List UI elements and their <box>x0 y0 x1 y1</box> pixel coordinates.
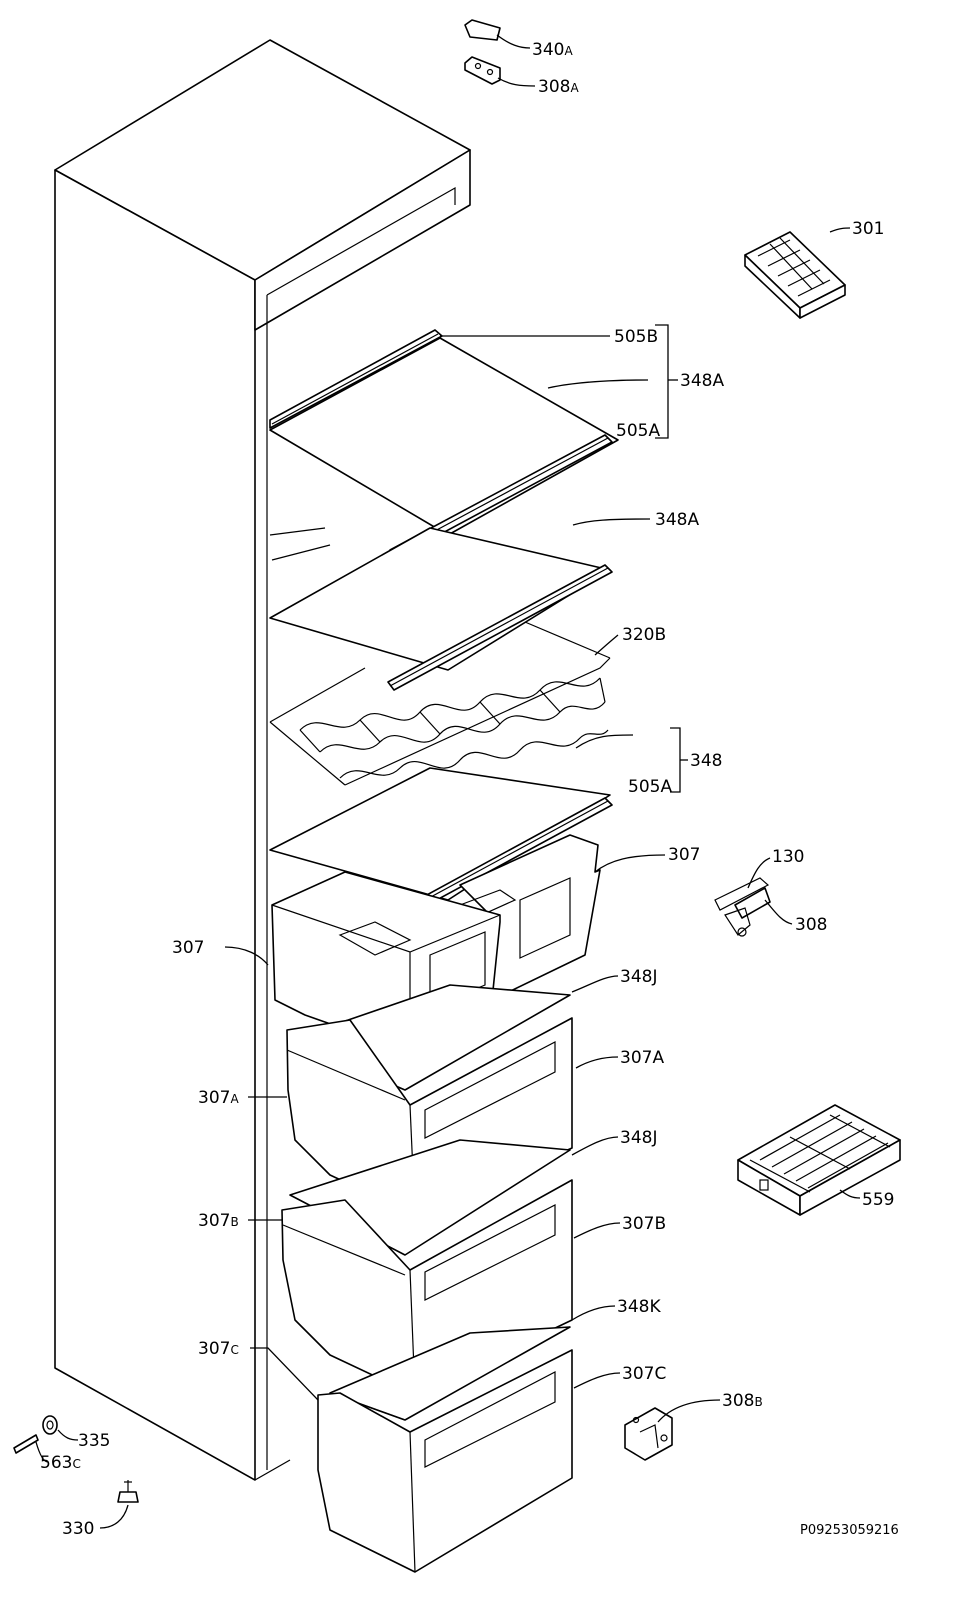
label-559: 559 <box>862 1190 894 1210</box>
label-348j-lower: 348J <box>620 1128 657 1148</box>
door-switch-assembly <box>714 877 771 937</box>
label-348k: 348K <box>617 1297 661 1317</box>
label-330: 330 <box>62 1519 94 1539</box>
document-code: P09253059216 <box>800 1523 899 1538</box>
small-parts <box>13 1415 139 1503</box>
label-348-bracket: 348 <box>690 751 722 771</box>
label-348a-second: 348A <box>655 510 699 530</box>
air-filter-tray <box>737 1104 901 1216</box>
label-505a-upper: 505A <box>616 421 660 441</box>
label-307-right: 307 <box>668 845 700 865</box>
leader-lines <box>35 34 861 1529</box>
label-348a-bracket: 348A <box>680 371 724 391</box>
label-308b: 308B <box>722 1391 763 1411</box>
label-308a: 308A <box>538 77 579 97</box>
label-301: 301 <box>852 219 884 239</box>
label-307c-right: 307C <box>622 1364 666 1384</box>
freezer-drawer-307c <box>317 1349 573 1573</box>
label-307b-right: 307B <box>622 1214 666 1234</box>
label-307-left: 307 <box>172 938 204 958</box>
top-hinge-cover <box>464 19 501 85</box>
label-335: 335 <box>78 1431 110 1451</box>
glass-shelf-348a-top <box>269 329 619 559</box>
part-labels: 340A 308A 301 505B 348A 505A 348A 320B 3… <box>40 40 899 1539</box>
label-505b: 505B <box>614 327 658 347</box>
label-308: 308 <box>795 915 827 935</box>
label-563c: 563C <box>40 1453 81 1473</box>
label-307a-left: 307A <box>198 1088 239 1108</box>
glass-shelf-348a-second <box>269 527 613 691</box>
label-307b-left: 307B <box>198 1211 239 1231</box>
label-340a: 340A <box>532 40 573 60</box>
cabinet <box>54 39 471 1481</box>
label-130: 130 <box>772 847 804 867</box>
label-320b: 320B <box>622 625 666 645</box>
label-307c-left: 307C <box>198 1339 239 1359</box>
label-348j-upper: 348J <box>620 967 657 987</box>
ice-cube-tray <box>744 231 846 319</box>
bottom-hinge <box>624 1407 673 1461</box>
label-505a-lower: 505A <box>628 777 672 797</box>
wine-bottle-rack <box>269 621 611 786</box>
label-307a-right: 307A <box>620 1048 664 1068</box>
